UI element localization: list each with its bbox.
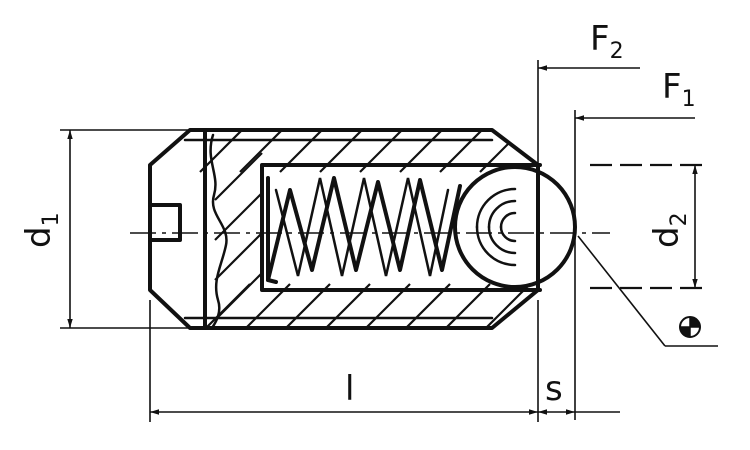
leader-line (577, 235, 718, 347)
force-f1: F1 (574, 67, 696, 420)
svg-text:F1: F1 (662, 67, 696, 112)
dimension-d1: d1 (19, 129, 200, 329)
dimension-l: l (149, 300, 539, 422)
svg-text:F2: F2 (590, 19, 624, 64)
force-f2: F2 (537, 19, 640, 165)
f1-label: F (662, 67, 682, 107)
threaded-body (148, 128, 542, 330)
ball (453, 165, 577, 289)
d1-subscript: 1 (39, 212, 64, 226)
f2-label: F (590, 19, 610, 59)
center-of-gravity-symbol (679, 316, 701, 338)
d2-label: d (647, 226, 687, 248)
f2-subscript: 2 (610, 39, 624, 64)
svg-text:d2: d2 (647, 212, 692, 248)
d1-label: d (19, 226, 59, 248)
l-label: l (345, 369, 354, 409)
dimension-s: s (538, 369, 620, 415)
svg-text:d1: d1 (19, 212, 64, 248)
d2-subscript: 2 (667, 212, 692, 226)
f1-subscript: 1 (682, 87, 696, 112)
compression-spring (266, 176, 462, 284)
dimension-d2: d2 (590, 163, 710, 290)
s-label: s (545, 369, 563, 409)
